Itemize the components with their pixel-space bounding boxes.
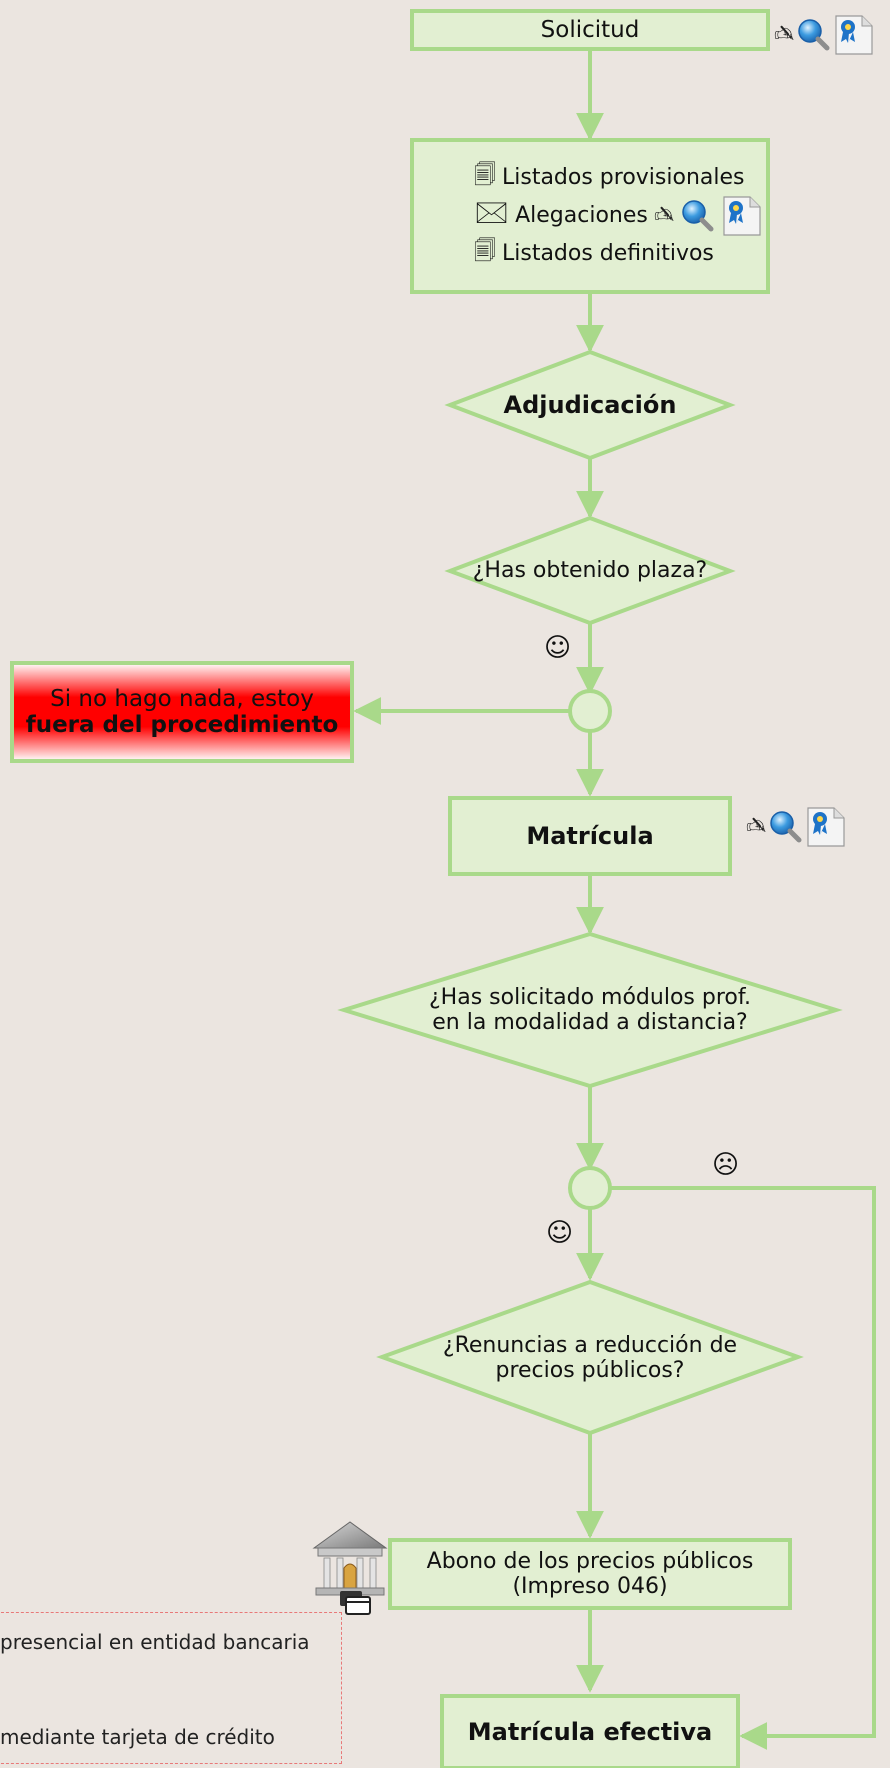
listados-definitivos-label: Listados definitivos	[501, 240, 714, 266]
node-modalidad-label: ¿Has solicitado módulos prof. en la moda…	[380, 970, 800, 1050]
magnifier-icon[interactable]	[796, 17, 830, 51]
node-adjudicacion-label: Adjudicación	[503, 391, 677, 419]
node-renuncias	[376, 1279, 804, 1436]
solicitud-actions: ✍	[774, 12, 876, 56]
alegaciones-row: 🖂 Alegaciones ✍	[474, 193, 764, 237]
modalidad-line2: en la modalidad a distancia?	[432, 1010, 748, 1035]
magnifier-icon[interactable]	[680, 198, 714, 232]
node-solicitud-label: Solicitud	[540, 17, 640, 43]
fuera-line1: Si no hago nada, estoy	[50, 686, 314, 712]
node-matricula-efectiva	[440, 1694, 740, 1768]
node-fuera	[10, 661, 354, 763]
renuncias-line1: ¿Renuncias a reducción de	[442, 1333, 738, 1358]
node-matricula-label: Matrícula	[526, 822, 654, 850]
payment-option-presencial: presencial en entidad bancaria	[0, 1630, 310, 1654]
certificate-icon[interactable]	[832, 12, 876, 56]
happy-face-icon: ☺	[544, 633, 572, 663]
abono-line2: (Impreso 046)	[512, 1574, 668, 1599]
pencil-icon[interactable]: ✍	[774, 20, 795, 48]
node-has-obtenido	[444, 515, 736, 626]
listados-provisionales-row: 🗐 Listados provisionales	[474, 158, 764, 196]
magnifier-icon[interactable]	[768, 809, 802, 843]
listados-provisionales-label: Listados provisionales	[501, 164, 745, 190]
modalidad-line1: ¿Has solicitado módulos prof.	[429, 985, 751, 1010]
node-matricula-efectiva-label: Matrícula efectiva	[467, 1718, 713, 1746]
matricula-actions: ✍	[746, 804, 848, 848]
node-renuncias-label: ¿Renuncias a reducción de precios públic…	[420, 1318, 760, 1398]
arrow-no-reduccion-efectiva	[610, 1186, 876, 1750]
node-listados	[410, 138, 770, 294]
node-abono	[388, 1538, 792, 1610]
happy-face-icon: ☺	[546, 1218, 574, 1248]
listados-definitivos-row: 🗐 Listados definitivos	[474, 234, 764, 272]
pencil-icon[interactable]: ✍	[653, 201, 674, 229]
pencil-icon[interactable]: ✍	[746, 812, 767, 840]
junction-plaza	[568, 689, 612, 733]
listados-group: 🗐 Listados provisionales 🖂 Alegaciones ✍…	[474, 158, 764, 272]
certificate-icon[interactable]	[804, 804, 848, 848]
certificate-icon[interactable]	[720, 193, 764, 237]
node-has-obtenido-label: ¿Has obtenido plaza?	[472, 558, 708, 583]
payment-option-tarjeta: mediante tarjeta de crédito	[0, 1725, 275, 1749]
node-abono-label: Abono de los precios públicos (Impreso 0…	[390, 1540, 790, 1608]
node-solicitud	[410, 9, 770, 51]
fuera-line2: fuera del procedimiento	[25, 712, 339, 738]
credit-card-icon	[340, 1591, 371, 1615]
node-matricula	[448, 796, 732, 876]
mailbox-icon: 🖂	[474, 194, 510, 230]
node-adjudicacion	[444, 349, 736, 461]
renuncias-line2: precios públicos?	[495, 1358, 685, 1383]
junction-modalidad	[568, 1166, 612, 1210]
bank-icon	[312, 1521, 388, 1596]
abono-line1: Abono de los precios públicos	[426, 1549, 754, 1574]
node-modalidad	[337, 931, 843, 1089]
sad-face-icon: ☹	[712, 1150, 740, 1180]
alegaciones-label: Alegaciones	[515, 202, 648, 228]
documents-icon: 🗐	[474, 163, 496, 188]
node-fuera-label: Si no hago nada, estoy fuera del procedi…	[12, 663, 352, 761]
documents-icon: 🗐	[474, 239, 496, 264]
payment-options-box	[0, 1612, 342, 1764]
